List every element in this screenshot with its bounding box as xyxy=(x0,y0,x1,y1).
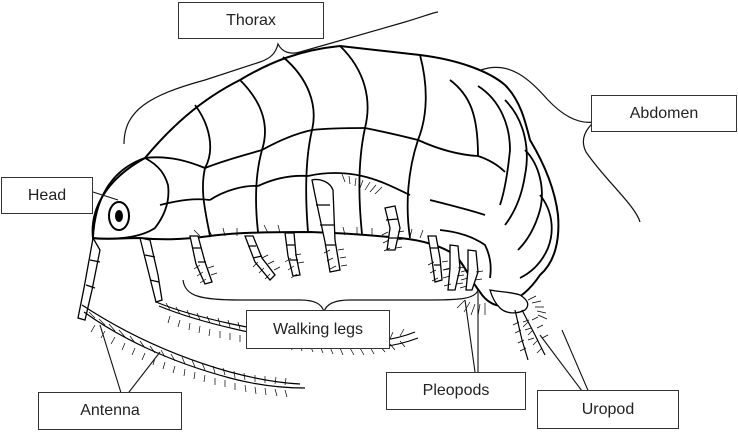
pleopods-label: Pleopods xyxy=(386,372,526,410)
walking-legs-bracket xyxy=(182,279,479,313)
abdomen-label: Abdomen xyxy=(591,95,737,132)
thorax-bracket xyxy=(123,11,439,145)
antenna-leader-2 xyxy=(125,351,161,397)
antenna-2 xyxy=(139,237,163,303)
walking-legs-drawing xyxy=(189,173,450,285)
uropod-label: Uropod xyxy=(537,390,679,429)
antenna-label: Antenna xyxy=(38,392,182,430)
pleopods-drawing xyxy=(442,244,486,317)
pleopods-leader-2 xyxy=(464,299,476,373)
walking-legs-label: Walking legs xyxy=(246,310,390,349)
uropod-leader-2 xyxy=(561,329,591,396)
uropods-drawing xyxy=(512,295,549,361)
antenna-leader-1 xyxy=(99,324,123,397)
head-label: Head xyxy=(1,177,93,214)
uropod-leader-1 xyxy=(539,334,586,396)
body-outline xyxy=(91,45,560,307)
urosome xyxy=(489,289,529,314)
thorax-label: Thorax xyxy=(178,2,324,39)
head-leader xyxy=(92,191,119,201)
antenna-1 xyxy=(77,236,101,321)
eye-pupil xyxy=(115,210,123,222)
head-segment xyxy=(92,157,170,240)
